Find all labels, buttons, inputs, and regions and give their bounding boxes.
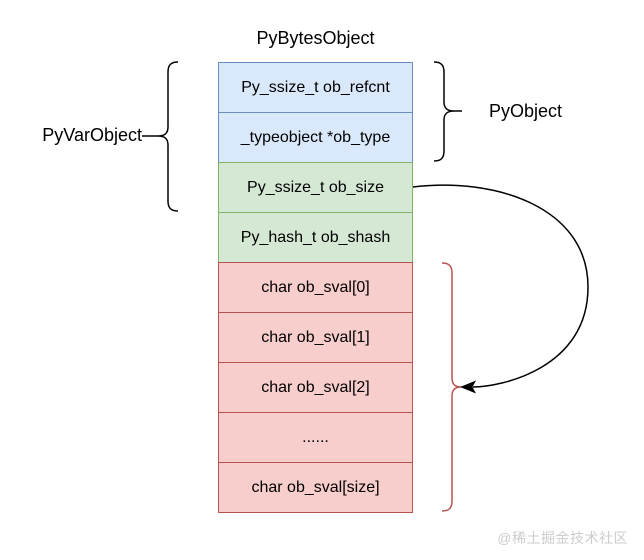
field-row-ob-sval-2: char ob_sval[2] bbox=[218, 362, 413, 413]
field-row-ob-refcnt: Py_ssize_t ob_refcnt bbox=[218, 62, 413, 113]
field-row-ob-sval-size: char ob_sval[size] bbox=[218, 462, 413, 513]
field-row-ob-type: _typeobject *ob_type bbox=[218, 112, 413, 163]
field-row-ob-size: Py_ssize_t ob_size bbox=[218, 162, 413, 213]
watermark: @稀土掘金技术社区 bbox=[497, 530, 628, 546]
char-array-brace bbox=[441, 262, 462, 512]
field-row-ob-sval-0: char ob_sval[0] bbox=[218, 262, 413, 313]
pyvarobject-brace bbox=[157, 61, 179, 212]
field-row-ellipsis: ...... bbox=[218, 412, 413, 463]
pyobject-brace bbox=[433, 61, 455, 162]
arrowhead-icon bbox=[460, 380, 476, 394]
pyvarobject-label: PyVarObject bbox=[42, 125, 142, 145]
field-row-ob-sval-1: char ob_sval[1] bbox=[218, 312, 413, 363]
diagram-title: PyBytesObject bbox=[256, 28, 375, 48]
field-row-ob-shash: Py_hash_t ob_shash bbox=[218, 212, 413, 263]
pyobject-label: PyObject bbox=[489, 101, 563, 121]
ob-size-to-char-array-arrow bbox=[412, 184, 589, 388]
